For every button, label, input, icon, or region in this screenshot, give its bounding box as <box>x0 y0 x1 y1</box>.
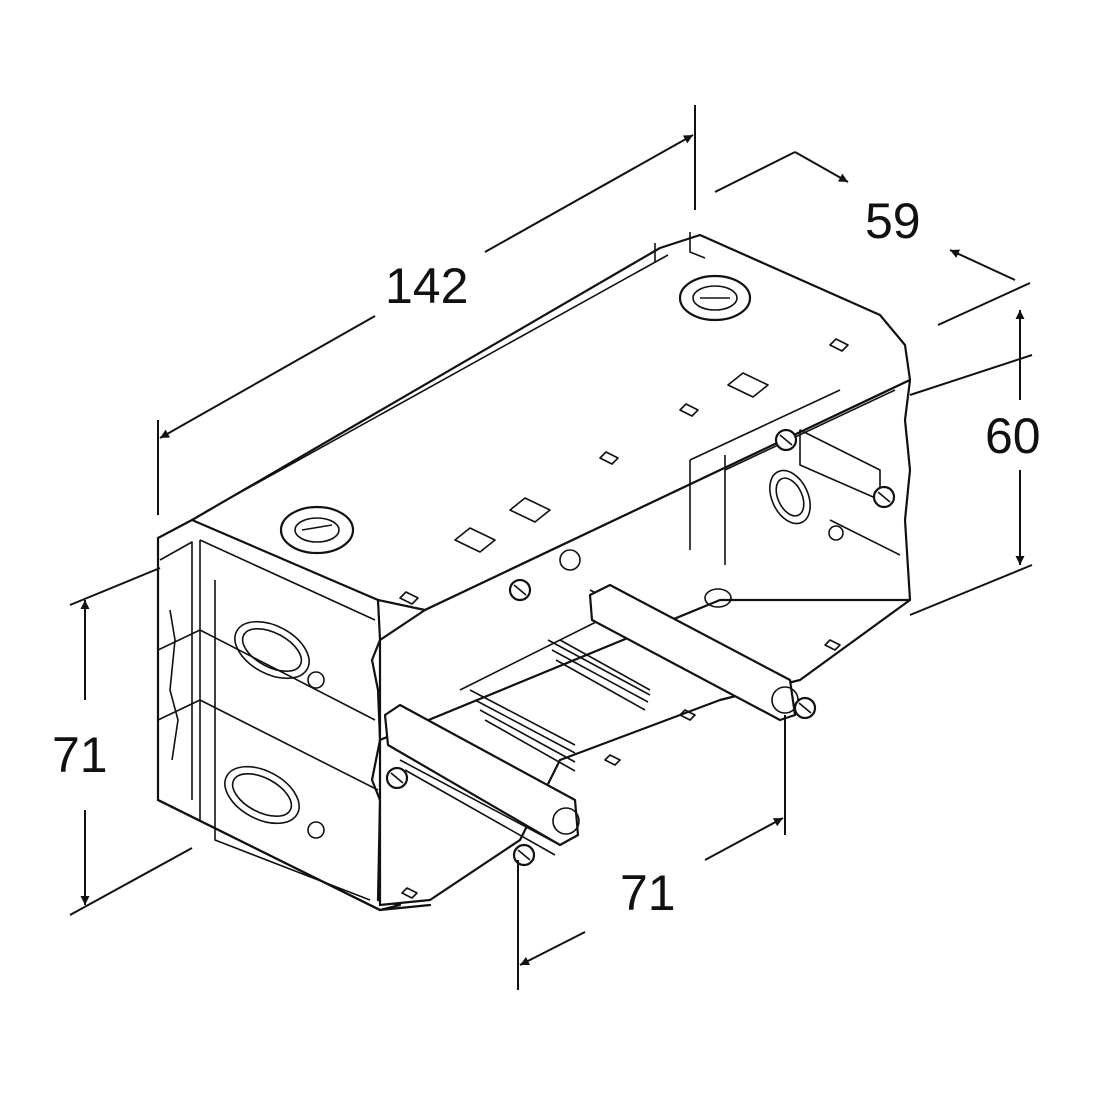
junction-box-body <box>156 232 912 912</box>
left-rail <box>383 703 580 847</box>
dim-height-outer-label: 71 <box>52 727 108 783</box>
dim-depth-label: 59 <box>865 193 921 249</box>
dim-width-base-label: 71 <box>620 865 676 921</box>
right-rail <box>588 583 797 722</box>
dim-height-inner-label: 60 <box>985 408 1041 464</box>
dimension-lines <box>69 105 1033 990</box>
dim-length-label: 142 <box>385 258 468 314</box>
lid-knob-left <box>279 505 355 555</box>
